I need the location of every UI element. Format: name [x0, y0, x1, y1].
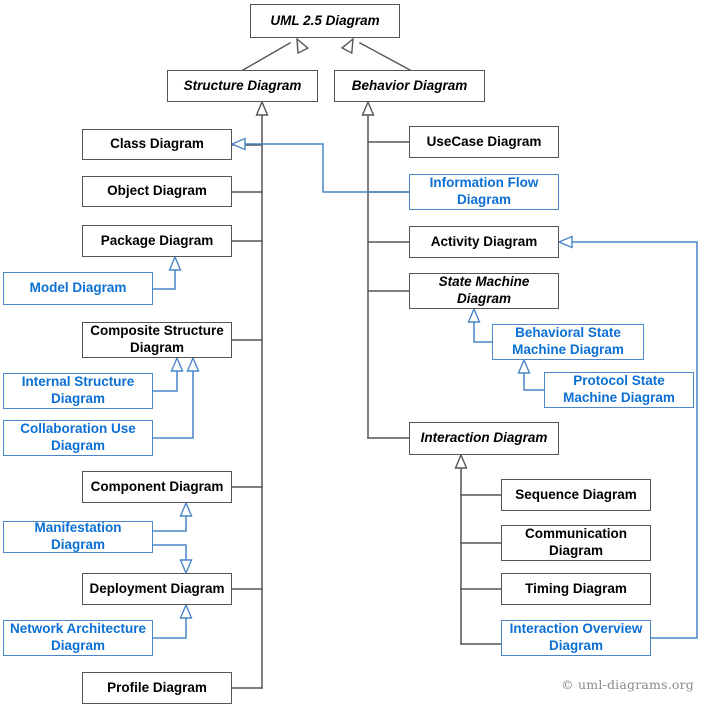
node-label: State Machine Diagram — [438, 274, 530, 306]
node-label: UML 2.5 Diagram — [270, 12, 380, 28]
node-label: Object Diagram — [107, 183, 207, 199]
connector-interover-to-activity — [571, 241, 698, 639]
node-package[interactable]: Package Diagram — [82, 225, 232, 257]
node-uml[interactable]: UML 2.5 Diagram — [250, 4, 400, 38]
connector-structure-to-uml — [242, 42, 291, 71]
arrowhead-behavior-to-uml — [340, 37, 354, 55]
node-label: Component Diagram — [90, 478, 224, 494]
node-label: Manifestation Diagram — [34, 520, 122, 552]
arrowhead-manifest-to-deployment — [179, 559, 193, 575]
node-interaction[interactable]: Interaction Diagram — [409, 422, 559, 455]
node-protostate[interactable]: Protocol State Machine Diagram — [544, 372, 694, 408]
arrowhead-network-to-deployment — [179, 603, 193, 619]
node-label: Interaction Overview Diagram — [509, 621, 643, 653]
node-label: Interaction Diagram — [420, 430, 548, 446]
node-label: Structure Diagram — [183, 77, 302, 93]
node-label: Timing Diagram — [525, 580, 627, 596]
arrowhead-internal-to-composite — [170, 356, 184, 372]
node-profile[interactable]: Profile Diagram — [82, 672, 232, 704]
node-behstate[interactable]: Behavioral State Machine Diagram — [492, 324, 644, 360]
node-label: Profile Diagram — [107, 679, 207, 695]
node-timing[interactable]: Timing Diagram — [501, 573, 651, 605]
node-communic[interactable]: Communication Diagram — [501, 525, 651, 561]
node-interover[interactable]: Interaction Overview Diagram — [501, 620, 651, 656]
arrowhead-collab-to-composite — [186, 356, 200, 372]
node-behavior[interactable]: Behavior Diagram — [334, 70, 485, 102]
node-infoflow[interactable]: Information Flow Diagram — [409, 174, 559, 210]
connector-protostate-to-behstate — [523, 372, 545, 391]
connector-behavior-to-uml — [359, 42, 411, 71]
node-label: Protocol State Machine Diagram — [563, 373, 675, 405]
node-network[interactable]: Network Architecture Diagram — [3, 620, 153, 656]
connector-manifest-to-component — [152, 515, 187, 532]
node-model[interactable]: Model Diagram — [3, 272, 153, 305]
arrowhead-protostate-to-behstate — [517, 358, 531, 374]
connector-internal-to-composite — [152, 370, 178, 392]
node-activity[interactable]: Activity Diagram — [409, 226, 559, 258]
node-sequence[interactable]: Sequence Diagram — [501, 479, 651, 511]
node-structure[interactable]: Structure Diagram — [167, 70, 318, 102]
node-component[interactable]: Component Diagram — [82, 471, 232, 503]
arrowhead-model-to-package — [168, 255, 182, 271]
node-label: Composite Structure Diagram — [90, 323, 224, 355]
node-label: Information Flow Diagram — [429, 175, 539, 207]
node-label: Network Architecture Diagram — [9, 621, 147, 653]
node-label: Package Diagram — [100, 232, 214, 248]
arrowhead-behstate-to-statemach — [467, 307, 481, 323]
node-statemach[interactable]: State Machine Diagram — [409, 273, 559, 309]
connector-behstate-to-statemach — [473, 321, 493, 343]
connector-infoflow-to-class — [244, 143, 410, 193]
node-label: Sequence Diagram — [515, 486, 637, 502]
copyright-notice: © uml-diagrams.org — [561, 677, 694, 692]
node-label: Internal Structure Diagram — [21, 374, 135, 406]
arrowhead-behavior-trunk — [361, 100, 375, 116]
node-label: Collaboration Use Diagram — [20, 421, 136, 453]
connector-model-to-package — [152, 269, 176, 290]
arrowhead-infoflow-to-class — [230, 137, 246, 151]
node-usecase[interactable]: UseCase Diagram — [409, 126, 559, 158]
node-label: Activity Diagram — [430, 233, 538, 249]
arrowhead-structure-trunk — [255, 100, 269, 116]
node-deployment[interactable]: Deployment Diagram — [82, 573, 232, 605]
node-composite[interactable]: Composite Structure Diagram — [82, 322, 232, 358]
node-internal[interactable]: Internal Structure Diagram — [3, 373, 153, 409]
arrowhead-structure-to-uml — [296, 37, 310, 55]
node-manifest[interactable]: Manifestation Diagram — [3, 520, 153, 553]
node-label: Deployment Diagram — [89, 580, 225, 596]
node-label: UseCase Diagram — [426, 133, 542, 149]
node-label: Communication Diagram — [524, 526, 627, 558]
connector-network-to-deployment — [152, 617, 187, 639]
node-collab[interactable]: Collaboration Use Diagram — [3, 420, 153, 456]
node-label: Class Diagram — [110, 136, 204, 152]
connector-manifest-to-deployment — [152, 544, 187, 561]
node-class[interactable]: Class Diagram — [82, 129, 232, 160]
node-label: Behavior Diagram — [351, 77, 468, 93]
arrowhead-manifest-to-component — [179, 501, 193, 517]
arrowhead-interaction-trunk — [454, 453, 468, 469]
node-object[interactable]: Object Diagram — [82, 176, 232, 207]
node-label: Model Diagram — [29, 280, 127, 296]
arrowhead-interover-to-activity — [557, 235, 573, 249]
node-label: Behavioral State Machine Diagram — [512, 325, 624, 357]
connector-collab-to-composite — [152, 370, 194, 439]
